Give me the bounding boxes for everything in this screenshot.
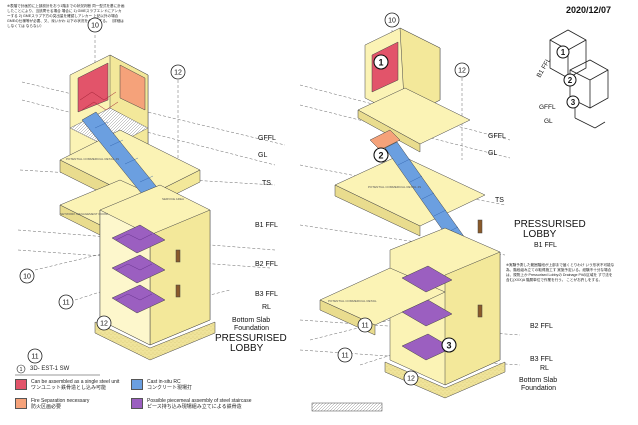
sheet-date: 2020/12/07 <box>566 5 612 15</box>
level-label: GFFL <box>488 133 506 140</box>
level-label: GL <box>488 150 497 157</box>
legend-label-jp: ピース持ち込み現場組み立てによる鉄骨造 <box>147 404 242 410</box>
level-label: RL <box>540 365 549 372</box>
left-grid-label: 10 <box>91 23 99 30</box>
left-grid-label: 11 <box>31 354 38 361</box>
right-grid-label: 11 <box>361 323 368 330</box>
level-label: RL <box>262 304 271 311</box>
legend-number: 1 <box>20 367 23 373</box>
key-level-label: GL <box>544 118 553 125</box>
legend-swatch <box>15 398 27 409</box>
legend-label: Fire Separation necessary <box>31 398 90 404</box>
left-grid-markers <box>19 17 186 364</box>
level-label: TS <box>262 180 271 187</box>
level-label: B3 FFL <box>530 356 553 363</box>
level-label: Foundation <box>521 385 556 392</box>
key-marker: 3 <box>571 98 576 107</box>
level-label: B1 FFL <box>255 222 278 229</box>
level-label: GFFL <box>258 135 276 142</box>
legend-swatch <box>131 398 143 409</box>
scale-bar <box>311 402 383 412</box>
room-label: POTENTIAL COMMERCIAL RETAIL <box>328 299 377 303</box>
pressurised-lobby-label: PRESSURISED <box>514 219 586 230</box>
legend-item: Possible piecemeal assembly of steel sta… <box>131 398 291 410</box>
legend-label: Can be assembled as a single steel unit <box>31 379 120 385</box>
legend-item: Can be assembled as a single steel unit … <box>15 379 130 391</box>
level-label: GL <box>258 152 267 159</box>
right-grid-label: 12 <box>458 68 466 75</box>
level-label: B3 FFL <box>255 291 278 298</box>
right-isometric <box>299 27 521 399</box>
legend-label-jp: 防火区画必要 <box>31 404 62 410</box>
key-marker: 1 <box>561 48 566 57</box>
key-marker: 2 <box>568 76 573 85</box>
room-label: SERVICE AREA <box>162 197 184 201</box>
zone-marker: 1 <box>378 58 383 68</box>
room-label: POTENTIAL COMMERCIAL RETAIL 4S <box>368 185 421 189</box>
key-diagram <box>549 29 609 129</box>
right-grid-label: 12 <box>407 376 415 383</box>
level-label: TS <box>495 197 504 204</box>
level-label: B2 FFL <box>255 261 278 268</box>
zone-marker: 3 <box>446 341 451 351</box>
legend-swatch <box>15 379 27 390</box>
legend-swatch <box>131 379 143 390</box>
level-label: B1 FFL <box>534 242 557 249</box>
left-isometric <box>17 35 286 361</box>
note-right: ※実験予測した範囲階段が上部まで届くとりわけ いう形状不可能な為、階段組み立ての… <box>506 263 615 282</box>
pressurised-lobby-label: PRESSURISED <box>215 333 287 344</box>
legend-label-jp: コンクリート現場打 <box>147 385 193 391</box>
room-label: NETWORK MANAGEMENT ROOM <box>60 212 108 216</box>
left-grid-label: 12 <box>174 70 182 77</box>
right-grid-label: 10 <box>388 18 396 25</box>
legend-title: 3D- EST-1 SW <box>30 366 70 372</box>
room-label: POTENTIAL COMMERCIAL RETAIL 4S <box>66 157 119 161</box>
level-label: Bottom Slab <box>519 377 557 384</box>
right-grid-label: 11 <box>341 353 348 360</box>
legend-item: Cast in-situ RC コンクリート現場打 <box>131 379 251 391</box>
key-level-label: GFFL <box>539 104 556 111</box>
zone-marker: 2 <box>378 151 383 161</box>
left-grid-label: 12 <box>100 321 108 328</box>
left-grid-label: 10 <box>23 274 31 281</box>
legend-label: Cast in-situ RC <box>147 379 181 385</box>
legend-item: Fire Separation necessary 防火区画必要 <box>15 398 130 410</box>
note-top-left: ※表階で計画的に上部設計をおう1階までの状況判断 同一型式を基に計画したことによ… <box>7 4 125 28</box>
level-label: Bottom Slab <box>232 317 270 324</box>
legend-label: Possible piecemeal assembly of steel sta… <box>147 398 252 404</box>
left-grid-label: 11 <box>62 300 69 307</box>
pressurised-lobby-label: LOBBY <box>523 229 557 240</box>
level-label: Foundation <box>234 325 269 332</box>
pressurised-lobby-label: LOBBY <box>230 343 264 354</box>
level-label: B2 FFL <box>530 323 553 330</box>
legend-label-jp: ワンユニット鉄骨造とし込み可能 <box>31 385 107 391</box>
